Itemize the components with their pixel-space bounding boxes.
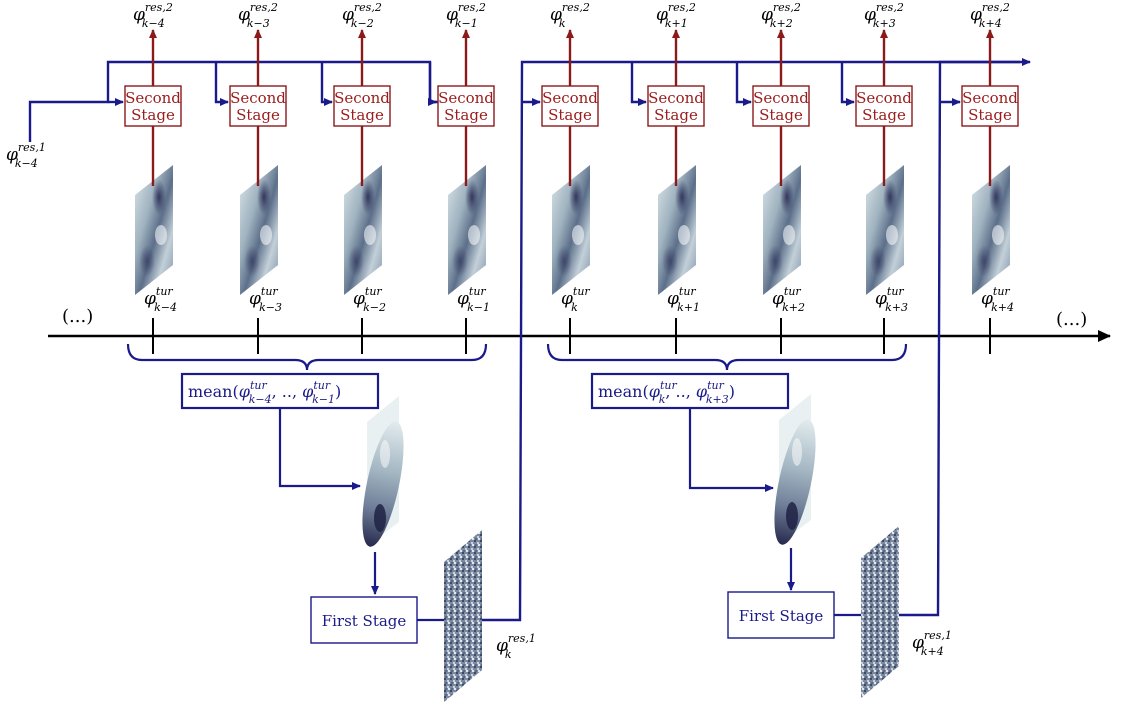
- feed-arrow: [840, 62, 855, 106]
- second-stage-box: [124, 85, 182, 127]
- second-stage-box: [752, 85, 810, 127]
- second-stage-label: Second: [962, 89, 1018, 107]
- mean-box-2: [590, 372, 790, 410]
- turbulence-panel: [658, 165, 696, 295]
- second-stage-label: Stage: [759, 106, 803, 124]
- turbulence-panel: [972, 165, 1010, 295]
- second-stage-label: Stage: [654, 106, 698, 124]
- second-stage-box: [961, 85, 1019, 127]
- second-stage-box: [437, 85, 495, 127]
- second-stage-label: Stage: [548, 106, 592, 124]
- turbulence-panel: [135, 165, 173, 295]
- second-stage-box: [541, 85, 599, 127]
- phase-screens: [135, 165, 1010, 702]
- second-stage-label: Second: [648, 89, 704, 107]
- ellipsis-right: (...): [1056, 309, 1087, 330]
- second-stage-label: Second: [856, 89, 912, 107]
- arrow-mean-to-disk-1: [278, 408, 361, 490]
- feed-arrow: [320, 62, 333, 106]
- second-stage-label: Second: [753, 89, 809, 107]
- second-stage-label: Stage: [131, 106, 175, 124]
- turbulence-panel: [240, 165, 278, 295]
- brace-right-group: [546, 343, 908, 371]
- timeline: (...) (...): [48, 306, 1111, 354]
- turbulence-panel: [344, 165, 382, 295]
- stage-outputs: SecondStageSecondStageSecondStageSecondS…: [124, 29, 1019, 186]
- second-stage-label: Stage: [340, 106, 384, 124]
- second-stage-label: Stage: [444, 106, 488, 124]
- ellipsis-left: (...): [62, 306, 93, 327]
- first-stage-box-2-label: First Stage: [739, 607, 824, 625]
- second-stage-label: Stage: [968, 106, 1012, 124]
- averaged-phase-disk-2: [774, 394, 816, 545]
- turbulence-panel: [552, 165, 590, 295]
- second-stage-box: [333, 85, 391, 127]
- second-stage-label: Second: [438, 89, 494, 107]
- feed-arrow: [428, 62, 437, 106]
- second-stage-label: Second: [542, 89, 598, 107]
- feed-arrow: [214, 62, 229, 106]
- arrow-mean-to-disk-2: [688, 408, 774, 492]
- first-stage-box-1-label: First Stage: [322, 612, 407, 630]
- second-stage-label: Second: [230, 89, 286, 107]
- averaged-phase-disk-1: [362, 396, 404, 547]
- residual-panel-k-plus-4: [861, 526, 899, 698]
- residual-line-k: [482, 60, 1020, 622]
- second-stage-label: Stage: [236, 106, 280, 124]
- turbulence-panel: [448, 165, 486, 295]
- feed-arrow: [735, 62, 752, 106]
- turbulence-panel: [763, 165, 801, 295]
- mean-box-1: [180, 372, 380, 410]
- second-stage-label: Second: [334, 89, 390, 107]
- brace-left-group: [126, 343, 488, 371]
- residual-panel-k: [444, 530, 482, 702]
- second-stage-label: Second: [125, 89, 181, 107]
- turbulence-panel: [866, 165, 904, 295]
- second-stage-label: Stage: [862, 106, 906, 124]
- residual-line-k-plus-4: [899, 58, 1031, 617]
- first-stage-box-1: [310, 596, 418, 644]
- feed-arrow: [630, 62, 647, 106]
